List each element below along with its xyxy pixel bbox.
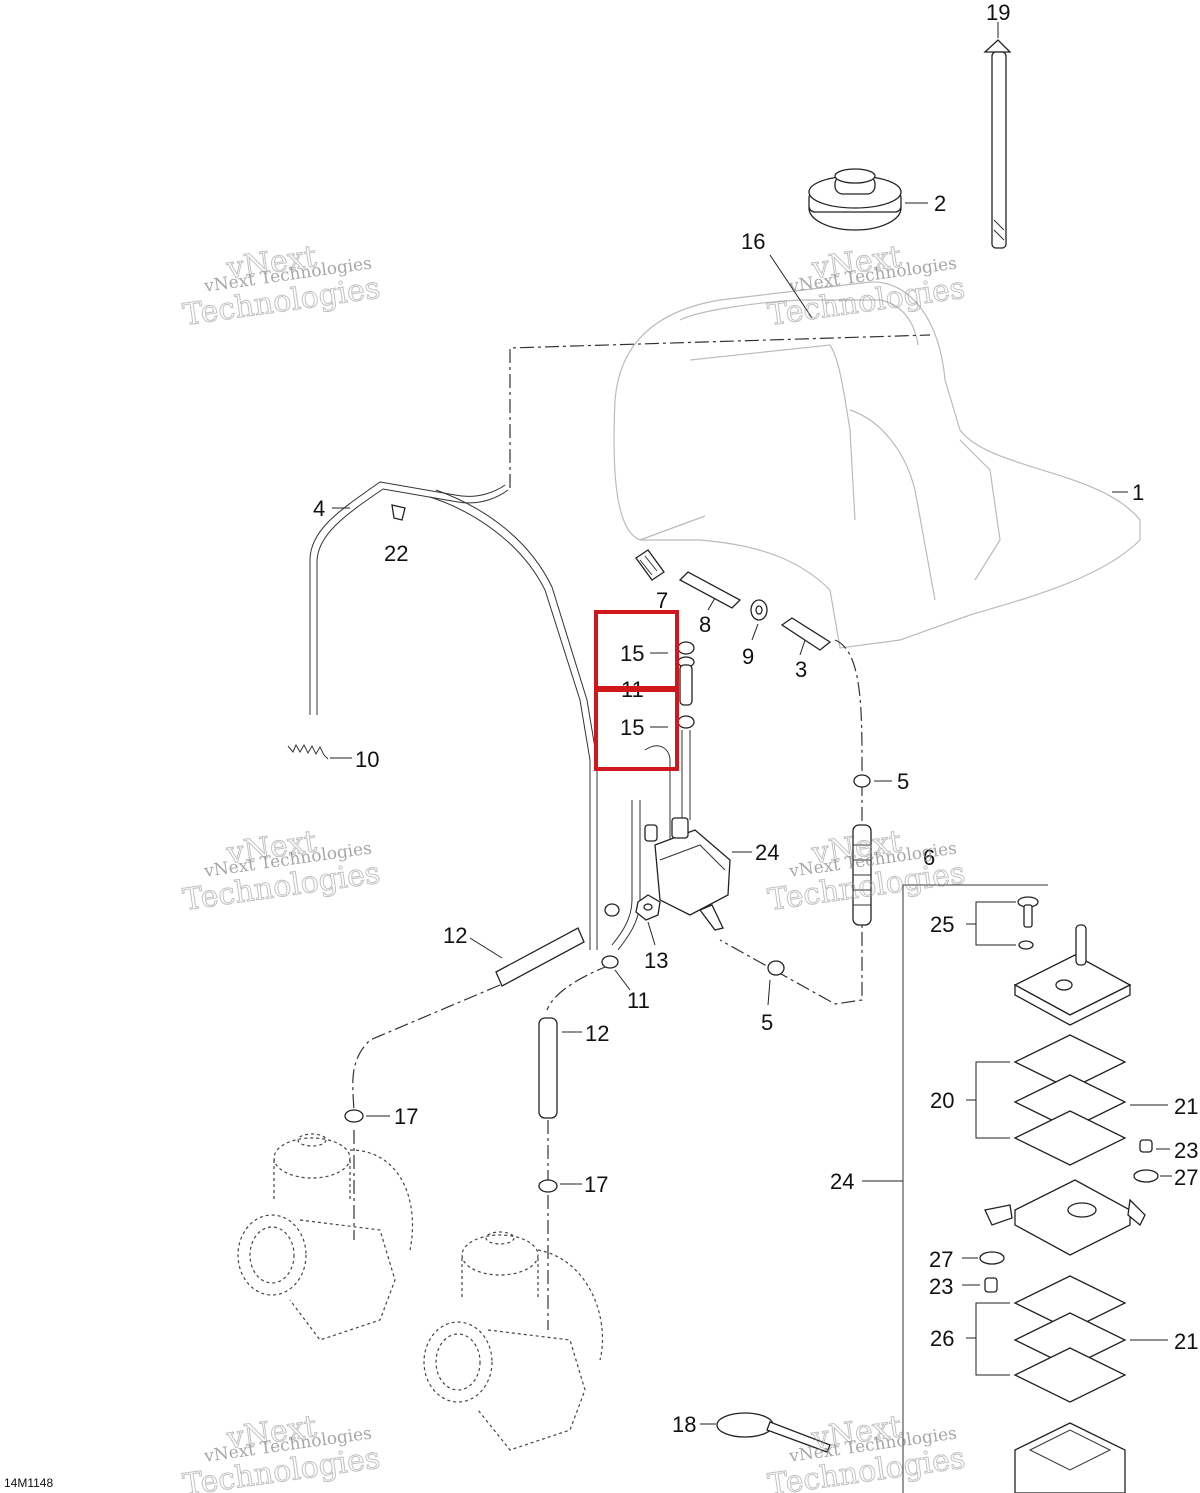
carburetor-right [423,1231,604,1451]
clamp-pair [601,903,631,991]
clamp-carb-left [344,1109,390,1123]
pump-body [984,1179,1146,1256]
callout-7: 7 [656,588,668,613]
bolt [983,22,1012,249]
callout-19: 19 [986,0,1010,25]
callout-26: 26 [930,1326,954,1351]
callout-27-lower: 27 [929,1247,953,1272]
vent-tube [309,481,598,950]
clamp-right [853,774,892,788]
fuel-hose-short [678,571,742,611]
callout-23-lower: 23 [929,1274,953,1299]
carburetor-left [237,1133,414,1341]
grommet [750,599,768,641]
callout-5-lower: 5 [761,1010,773,1035]
callout-16: 16 [741,229,765,254]
callout-22: 22 [384,541,408,566]
clamp-carb-right [538,1179,582,1193]
pump-base [1014,1422,1126,1493]
callout-12-lower: 12 [585,1021,609,1046]
callout-10: 10 [355,747,379,772]
callout-9: 9 [742,644,754,669]
fuel-tank [613,281,1141,649]
callout-4: 4 [313,496,325,521]
callout-12-upper: 12 [443,923,467,948]
callout-27-upper: 27 [1174,1165,1198,1190]
watermark-bottom-right: vNext Technologies vNext Technologies [765,1409,967,1493]
callout-23-upper: 23 [1174,1138,1198,1163]
filler-cap [808,168,928,231]
washer [1133,1169,1172,1183]
washer-lower [962,1251,1005,1265]
callout-11-lower: 11 [627,988,650,1013]
fuel-fitting [780,617,832,656]
fuel-hose-diagonal [469,927,585,987]
callout-24-assembly: 24 [830,1169,854,1194]
inline-fuel-filter [852,824,872,926]
callout-24-pump: 24 [755,840,779,865]
callout-labels: 19 2 16 1 4 22 7 8 9 3 15 11 15 10 5 24 … [313,0,1198,1437]
callout-21-upper: 21 [1174,1094,1198,1119]
callout-20: 20 [930,1088,954,1113]
spring [287,743,352,760]
clip [391,504,406,521]
callout-8: 8 [699,612,711,637]
leader-16 [769,254,813,319]
callout-15-lower: 15 [620,715,644,740]
gasket-set-lower [966,1275,1168,1403]
callout-3: 3 [795,657,807,682]
clamp-lower [677,715,695,729]
pump-cover [1013,924,1132,1026]
watermark-mid-right: vNext Technologies vNext Technologies [765,824,967,919]
bushing [635,894,661,946]
callout-18: 18 [672,1412,696,1437]
callout-15-upper: 15 [620,641,644,666]
callout-6: 6 [923,845,935,870]
fuel-pump [611,800,752,951]
check-valve-lower [962,1277,998,1293]
callout-17-right: 17 [584,1172,608,1197]
watermark-top-left: vNext Technologies vNext Technologies [180,239,382,334]
callout-25: 25 [930,912,954,937]
watermark-mid-left: vNext Technologies vNext Technologies [180,824,382,919]
watermark-bottom-left: vNext Technologies vNext Technologies [180,1409,382,1493]
clamp-lower-right [767,960,785,1006]
fuel-pickup-filter [635,549,665,581]
check-valve [1139,1139,1170,1153]
highlight-box-lower [594,686,679,771]
callout-1: 1 [1132,480,1144,505]
watermark-top-right: vNext Technologies vNext Technologies [765,239,967,334]
callout-17-left: 17 [394,1104,418,1129]
drawing-reference: 14M1148 [4,1476,53,1490]
clamp-upper [677,641,695,668]
callout-21-lower: 21 [1174,1329,1198,1354]
callout-5-upper: 5 [897,769,909,794]
screw [966,896,1039,950]
hose-vertical [679,664,693,706]
callout-2: 2 [934,191,946,216]
gasket-set-upper [966,1034,1168,1166]
tie-strap [700,1412,831,1453]
callout-13: 13 [644,948,668,973]
fuel-hose-vertical [538,1017,582,1119]
